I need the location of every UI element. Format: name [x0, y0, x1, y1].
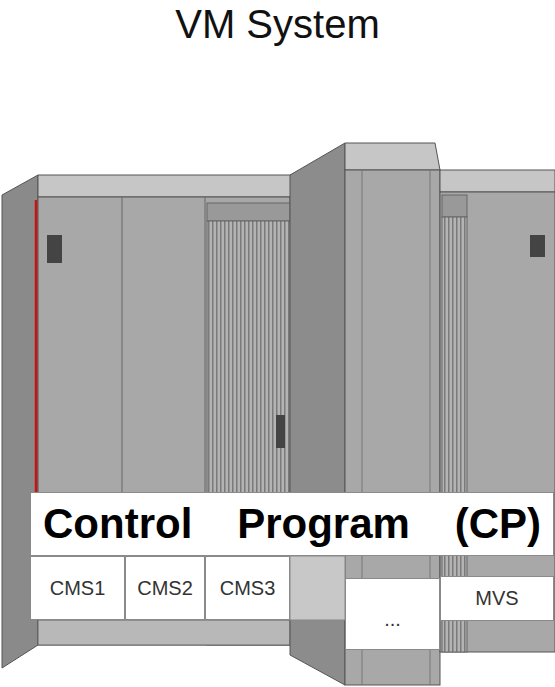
- guest-box: CMS3: [205, 556, 290, 620]
- guest-label: CMS3: [220, 577, 276, 600]
- band-label: Control Program (CP): [43, 500, 541, 548]
- guest-label: MVS: [475, 587, 518, 610]
- guest-label: CMS2: [137, 577, 193, 600]
- control-program-band: Control Program (CP): [30, 492, 554, 556]
- guest-label: ...: [384, 608, 401, 631]
- guest-box: CMS2: [125, 556, 205, 620]
- guest-box: MVS: [440, 576, 554, 621]
- guest-box: CMS1: [30, 556, 125, 620]
- diagram-title: VM System: [0, 2, 555, 47]
- guest-label: CMS1: [50, 577, 106, 600]
- guest-box: ...: [345, 578, 440, 650]
